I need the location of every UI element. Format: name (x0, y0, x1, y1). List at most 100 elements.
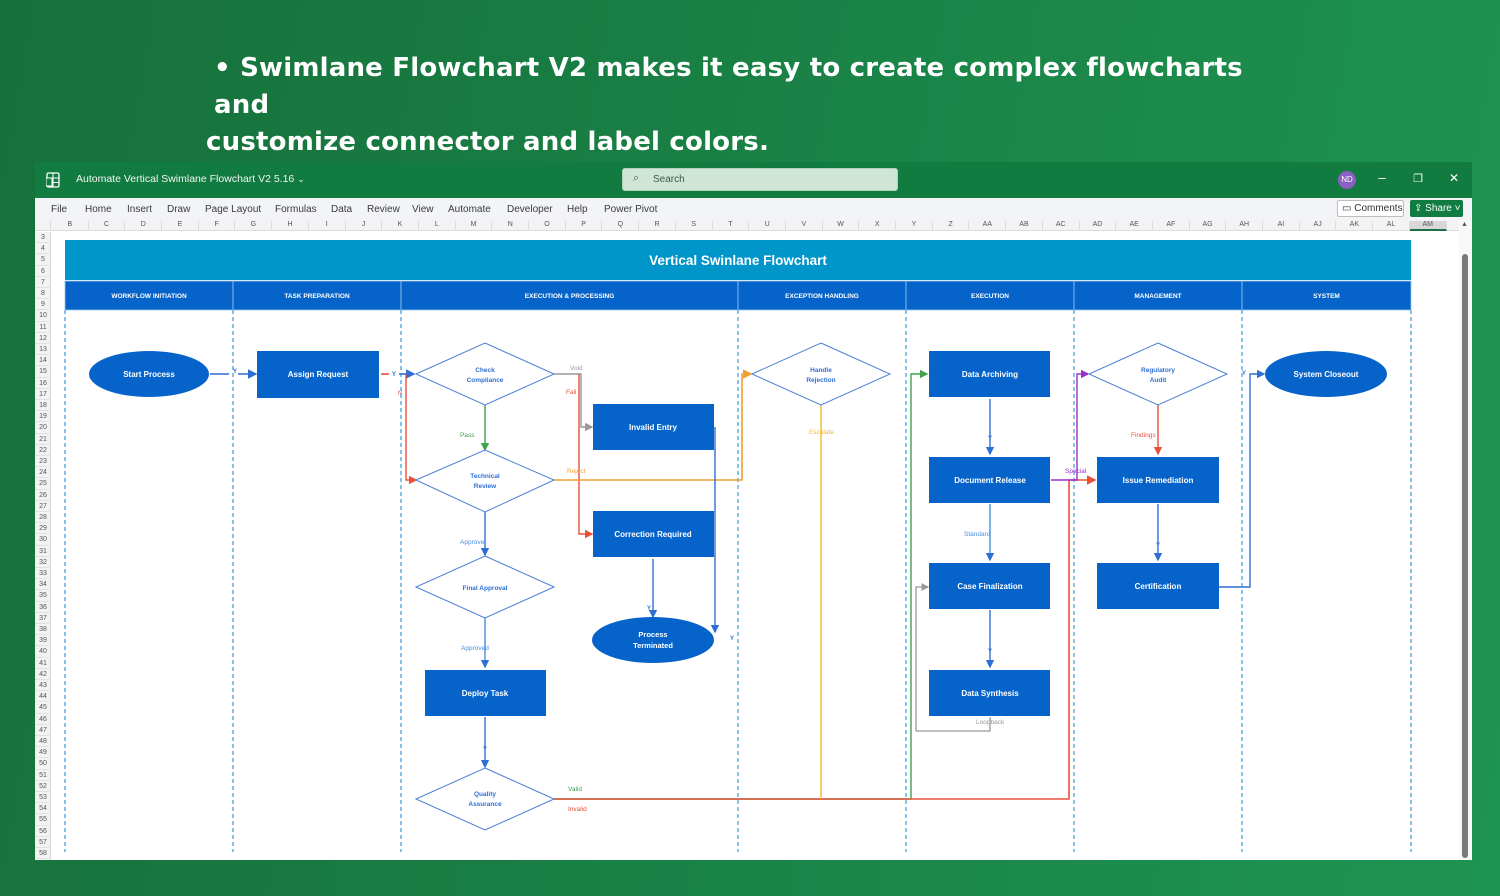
vertical-scrollbar[interactable]: ▲ (1459, 220, 1472, 860)
column-header-ac[interactable]: AC (1043, 221, 1080, 231)
tab-file[interactable]: File (51, 204, 68, 215)
row-header-56[interactable]: 56 (35, 826, 51, 837)
search-input[interactable]: ⌕ Search (622, 168, 898, 191)
row-header-32[interactable]: 32 (35, 557, 51, 568)
tab-help[interactable]: Help (567, 204, 588, 215)
row-header-25[interactable]: 25 (35, 478, 51, 490)
node-data-archiving[interactable] (929, 351, 1050, 397)
node-assign-request[interactable] (257, 351, 379, 398)
column-header-ab[interactable]: AB (1006, 221, 1043, 231)
tab-draw[interactable]: Draw (167, 204, 191, 215)
tab-data[interactable]: Data (331, 204, 353, 215)
row-header-45[interactable]: 45 (35, 702, 51, 714)
column-header-af[interactable]: AF (1153, 221, 1190, 231)
node-document-release[interactable] (929, 457, 1050, 503)
row-header-28[interactable]: 28 (35, 512, 51, 524)
column-header-ak[interactable]: AK (1337, 221, 1374, 231)
node-final-approval[interactable] (414, 555, 556, 619)
column-header-aj[interactable]: AJ (1300, 221, 1337, 231)
tab-view[interactable]: View (412, 204, 434, 215)
row-header-37[interactable]: 37 (35, 613, 51, 624)
row-header-19[interactable]: 19 (35, 411, 51, 423)
row-header-42[interactable]: 42 (35, 669, 51, 680)
row-header-13[interactable]: 13 (35, 344, 51, 356)
row-header-39[interactable]: 39 (35, 635, 51, 647)
row-header-44[interactable]: 44 (35, 691, 51, 703)
select-all-corner[interactable] (35, 221, 51, 231)
row-header-49[interactable]: 49 (35, 747, 51, 759)
column-header-ad[interactable]: AD (1080, 221, 1117, 231)
column-header-h[interactable]: H (272, 221, 309, 231)
column-header-f[interactable]: F (199, 221, 236, 231)
column-header-ah[interactable]: AH (1226, 221, 1264, 231)
close-button[interactable]: ✕ (1448, 171, 1460, 185)
column-header-m[interactable]: M (456, 221, 493, 231)
node-technical-review[interactable] (414, 449, 556, 513)
row-header-22[interactable]: 22 (35, 445, 51, 456)
node-start-process[interactable] (89, 351, 209, 397)
column-header-p[interactable]: P (566, 221, 603, 231)
row-header-41[interactable]: 41 (35, 658, 51, 669)
column-header-aa[interactable]: AA (970, 221, 1007, 231)
column-header-w[interactable]: W (823, 221, 860, 231)
column-header-ae[interactable]: AE (1116, 221, 1153, 231)
row-header-23[interactable]: 23 (35, 456, 51, 468)
node-handle-rejection[interactable] (750, 342, 892, 406)
column-header-q[interactable]: Q (603, 221, 640, 231)
row-header-7[interactable]: 7 (35, 277, 51, 288)
row-header-34[interactable]: 34 (35, 579, 51, 591)
row-header-16[interactable]: 16 (35, 378, 51, 389)
row-header-8[interactable]: 8 (35, 288, 51, 300)
row-header-3[interactable]: 3 (35, 232, 51, 244)
row-header-58[interactable]: 58 (35, 848, 51, 860)
row-header-57[interactable]: 57 (35, 837, 51, 848)
tab-automate[interactable]: Automate (448, 204, 491, 215)
tab-home[interactable]: Home (85, 204, 112, 215)
column-header-e[interactable]: E (162, 221, 199, 231)
share-button[interactable]: ⇪ Share ˅ (1410, 200, 1463, 217)
row-header-20[interactable]: 20 (35, 422, 51, 434)
column-header-r[interactable]: R (639, 221, 676, 231)
row-header-10[interactable]: 10 (35, 310, 51, 322)
node-check-compliance[interactable] (414, 342, 556, 406)
column-header-g[interactable]: G (236, 221, 273, 231)
row-header-31[interactable]: 31 (35, 546, 51, 557)
row-header-5[interactable]: 5 (35, 254, 51, 266)
row-header-26[interactable]: 26 (35, 490, 51, 501)
row-header-36[interactable]: 36 (35, 602, 51, 613)
node-invalid-entry[interactable] (593, 404, 714, 450)
row-header-17[interactable]: 17 (35, 389, 51, 400)
row-header-4[interactable]: 4 (35, 243, 51, 255)
row-header-9[interactable]: 9 (35, 299, 51, 311)
node-quality-assurance[interactable] (414, 767, 556, 831)
column-header-k[interactable]: K (382, 221, 419, 231)
tab-power-pivot[interactable]: Power Pivot (604, 204, 658, 215)
row-header-43[interactable]: 43 (35, 680, 51, 692)
row-header-24[interactable]: 24 (35, 467, 51, 479)
node-case-finalization[interactable] (929, 563, 1050, 609)
column-header-i[interactable]: I (309, 221, 346, 231)
row-header-50[interactable]: 50 (35, 758, 51, 770)
row-header-47[interactable]: 47 (35, 725, 51, 736)
row-header-46[interactable]: 46 (35, 714, 51, 725)
column-header-b[interactable]: B (52, 221, 89, 231)
tab-page-layout[interactable]: Page Layout (205, 204, 262, 215)
tab-insert[interactable]: Insert (127, 204, 153, 215)
column-header-j[interactable]: J (346, 221, 383, 231)
row-header-12[interactable]: 12 (35, 333, 51, 344)
row-header-6[interactable]: 6 (35, 266, 51, 277)
column-header-u[interactable]: U (749, 221, 786, 231)
node-process-terminated[interactable] (592, 617, 714, 663)
row-header-35[interactable]: 35 (35, 590, 51, 602)
column-header-ai[interactable]: AI (1263, 221, 1300, 231)
tab-developer[interactable]: Developer (507, 204, 553, 215)
column-header-o[interactable]: O (529, 221, 566, 231)
row-header-51[interactable]: 51 (35, 770, 51, 781)
row-header-15[interactable]: 15 (35, 366, 51, 378)
column-header-s[interactable]: S (676, 221, 713, 231)
restore-button[interactable]: ❐ (1413, 173, 1423, 185)
scroll-up-icon[interactable]: ▲ (1461, 221, 1468, 228)
node-correction-required[interactable] (593, 511, 714, 557)
row-header-18[interactable]: 18 (35, 400, 51, 412)
column-header-al[interactable]: AL (1373, 221, 1410, 231)
